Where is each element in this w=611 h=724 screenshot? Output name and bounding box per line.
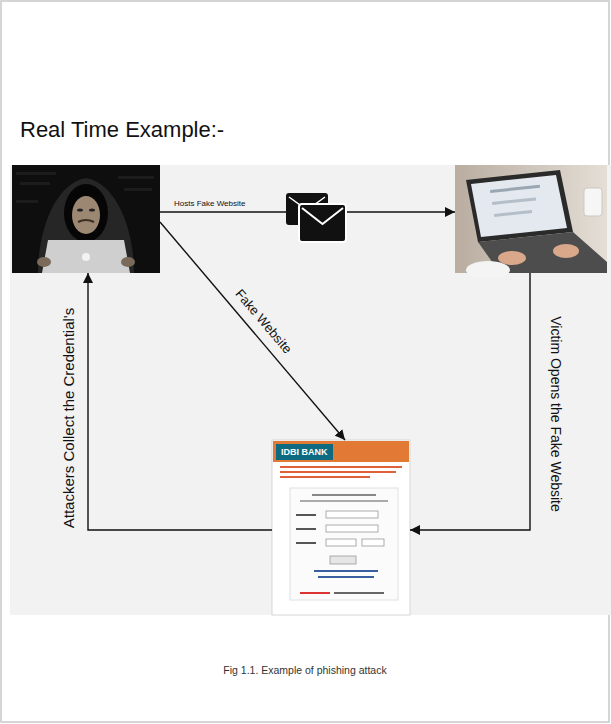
input-box — [326, 539, 356, 546]
link-line — [318, 576, 374, 578]
form-line — [296, 542, 316, 544]
button — [330, 556, 356, 564]
text-line — [280, 466, 402, 468]
input-box — [326, 511, 378, 518]
fake-website-picture — [272, 440, 410, 615]
node-text: IDBI BANK — [276, 444, 333, 460]
panel-ground — [10, 165, 611, 615]
laptop-logo — [82, 253, 90, 261]
text-line — [280, 476, 370, 478]
laptop-screen-frame — [466, 170, 573, 242]
warning-line — [300, 592, 330, 594]
arrow-connector — [410, 273, 530, 530]
edge-label: Victim Opens the Fake Website — [548, 314, 564, 514]
mask-eye — [77, 208, 83, 211]
fake-website-box: IDBI BANK — [272, 440, 410, 615]
texture — [20, 182, 50, 185]
coffee-cup — [584, 188, 602, 216]
hood — [38, 178, 134, 273]
texture — [118, 176, 154, 179]
photo-ground — [455, 165, 607, 273]
hood-inside — [64, 184, 108, 242]
sleeve — [466, 261, 510, 279]
figure-caption: Fig 1.1. Example of phishing attack — [223, 664, 386, 676]
laptop-lid — [42, 240, 130, 273]
input-box — [326, 525, 378, 532]
footer-line — [334, 592, 384, 594]
screen-line — [494, 210, 532, 217]
login-form — [290, 488, 398, 600]
header-band — [273, 441, 409, 462]
form-line — [296, 528, 316, 530]
envelope-front — [299, 204, 346, 242]
edge-label: Attackers Collect the Credential's — [60, 305, 77, 529]
envelope-flap — [302, 208, 343, 224]
edge-label: Hosts Fake Website — [172, 199, 247, 208]
mask-mustache — [78, 220, 94, 222]
hand — [37, 257, 51, 267]
victim-picture — [455, 165, 607, 279]
input-box — [362, 539, 384, 546]
hand — [498, 251, 526, 265]
attacker-picture-box — [12, 165, 160, 273]
attacker-picture — [12, 165, 160, 273]
texture — [16, 172, 56, 175]
arrow-connector — [160, 222, 345, 440]
page — [272, 440, 410, 615]
form-line — [296, 514, 316, 516]
victim-picture-box — [455, 165, 607, 273]
form-line — [312, 494, 376, 496]
text-line — [280, 471, 396, 473]
envelope-icon — [286, 193, 346, 242]
figure-title: Real Time Example:- — [20, 117, 224, 143]
laptop-screen — [471, 175, 567, 237]
mask-eye — [89, 208, 95, 211]
texture — [124, 188, 152, 191]
dark-ground — [12, 165, 160, 273]
mask — [72, 196, 100, 234]
screen-line — [490, 185, 540, 193]
screen-line — [492, 197, 536, 205]
link-line — [314, 570, 378, 572]
texture — [16, 200, 38, 203]
hand — [553, 244, 579, 258]
hand — [121, 257, 135, 267]
form-line — [300, 500, 388, 502]
